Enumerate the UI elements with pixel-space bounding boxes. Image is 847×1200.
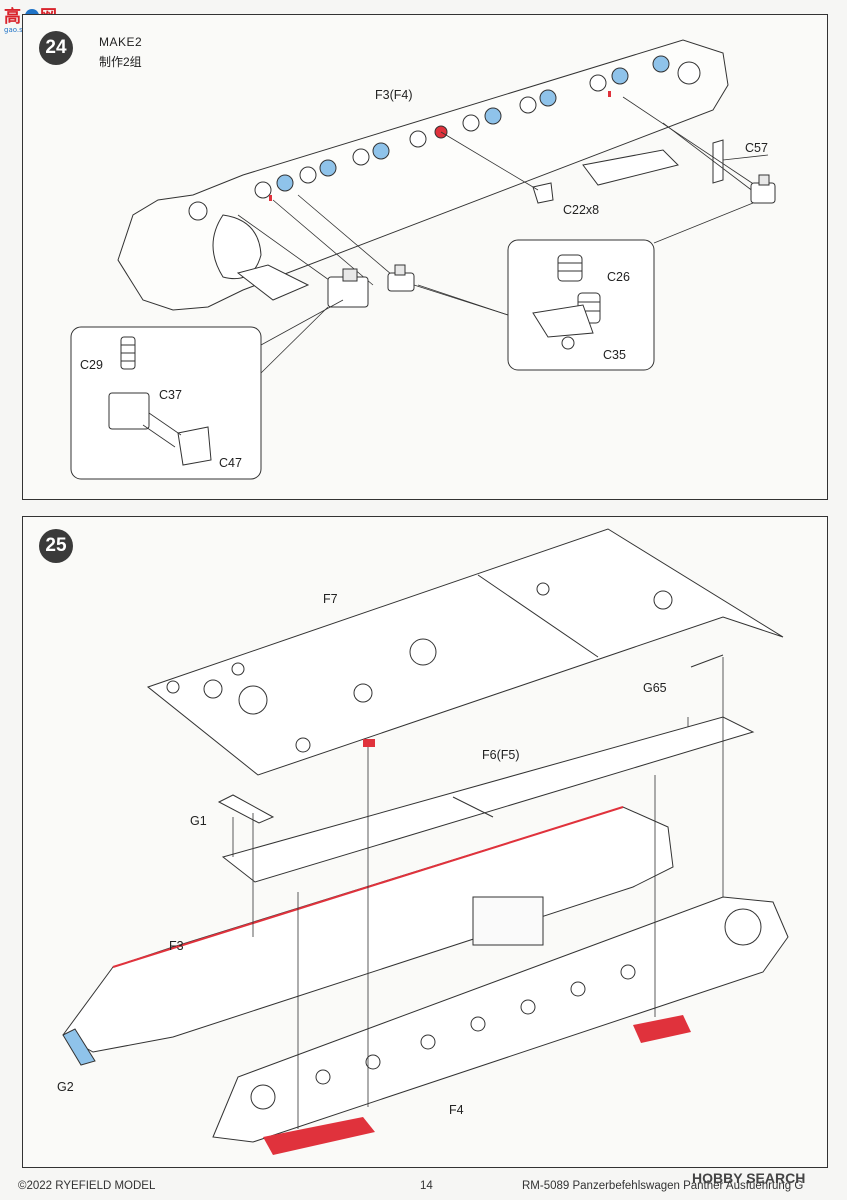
detail-right-drawing [532,254,601,350]
step-24-assembly-drawing [70,39,776,480]
footer-copyright: ©2022 RYEFIELD MODEL [18,1180,156,1192]
callout-c57: C57 [745,141,768,155]
part-suspension-unit-right [750,174,776,204]
deck-plate-f7 [146,528,784,776]
callout-f4: F4 [449,1103,464,1117]
footer-product-name: RM-5089 Panzerbefehlswagen Panther Ausfu… [522,1180,804,1192]
callout-g2: G2 [57,1080,74,1094]
suspension-hubs [188,55,701,221]
callout-c26: C26 [607,270,630,284]
part-suspension-unit-left [327,268,369,308]
part-g2-highlight [62,1028,96,1066]
callout-c22x8: C22x8 [563,203,600,217]
hobby-search-watermark: HOBBY SEARCH [692,1170,806,1186]
make-group-sub-label: 制作2组 [99,55,142,69]
callout-f6-f5: F6(F5) [482,748,520,762]
callout-f3: F3 [169,939,184,953]
red-mark [608,91,611,97]
detail-inset-left [70,326,262,480]
callout-g65: G65 [643,681,667,695]
callout-c35: C35 [603,348,626,362]
callout-c29: C29 [80,358,103,372]
step-number-badge: 25 [39,529,73,563]
step-25-panel: 25 [22,516,828,1168]
hull-side-f4 [212,896,789,1143]
red-pad-right [633,1015,691,1043]
svg-text:高: 高 [4,6,21,27]
part-c57 [712,139,724,184]
callout-c47: C47 [219,456,242,470]
hull-side-plate [117,39,729,311]
part-c22 [532,182,554,204]
part-g65 [690,654,724,668]
red-mark [269,195,272,201]
callout-g1: G1 [190,814,207,828]
footer-page-number: 14 [420,1180,433,1192]
f4-hubs [315,964,636,1085]
detail-left-drawing [108,336,212,466]
deck-plate-f6 [221,716,755,883]
callout-c37: C37 [159,388,182,402]
step-24-panel: 24 MAKE2 制作2组 [22,14,828,500]
make-group-label: MAKE2 [99,35,143,49]
red-pad-left [263,1117,375,1155]
callout-f7: F7 [323,592,338,606]
step-25-assembly-drawing [62,528,789,1155]
hull-side-rib [582,149,679,186]
part-suspension-unit-center [387,264,415,292]
step-number-badge: 24 [39,31,73,65]
callout-f3-f4: F3(F4) [375,88,413,102]
part-g1 [217,794,275,824]
red-mark [363,739,375,747]
